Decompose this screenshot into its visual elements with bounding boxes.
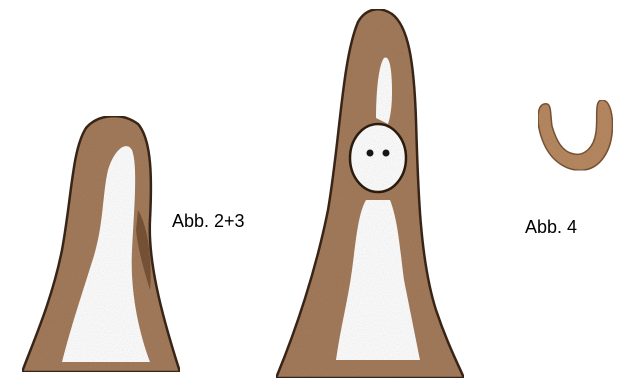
cone-with-face-figure — [276, 9, 464, 378]
tall-cone-figure — [22, 116, 180, 372]
figure-label-2-3: Abb. 2+3 — [172, 211, 245, 232]
left-eye-dot — [367, 150, 374, 157]
right-eye-dot — [383, 150, 390, 157]
horseshoe-shape — [538, 100, 613, 170]
figure-label-4: Abb. 4 — [525, 217, 577, 238]
horseshoe-figure — [538, 100, 613, 170]
face-window — [350, 124, 406, 192]
